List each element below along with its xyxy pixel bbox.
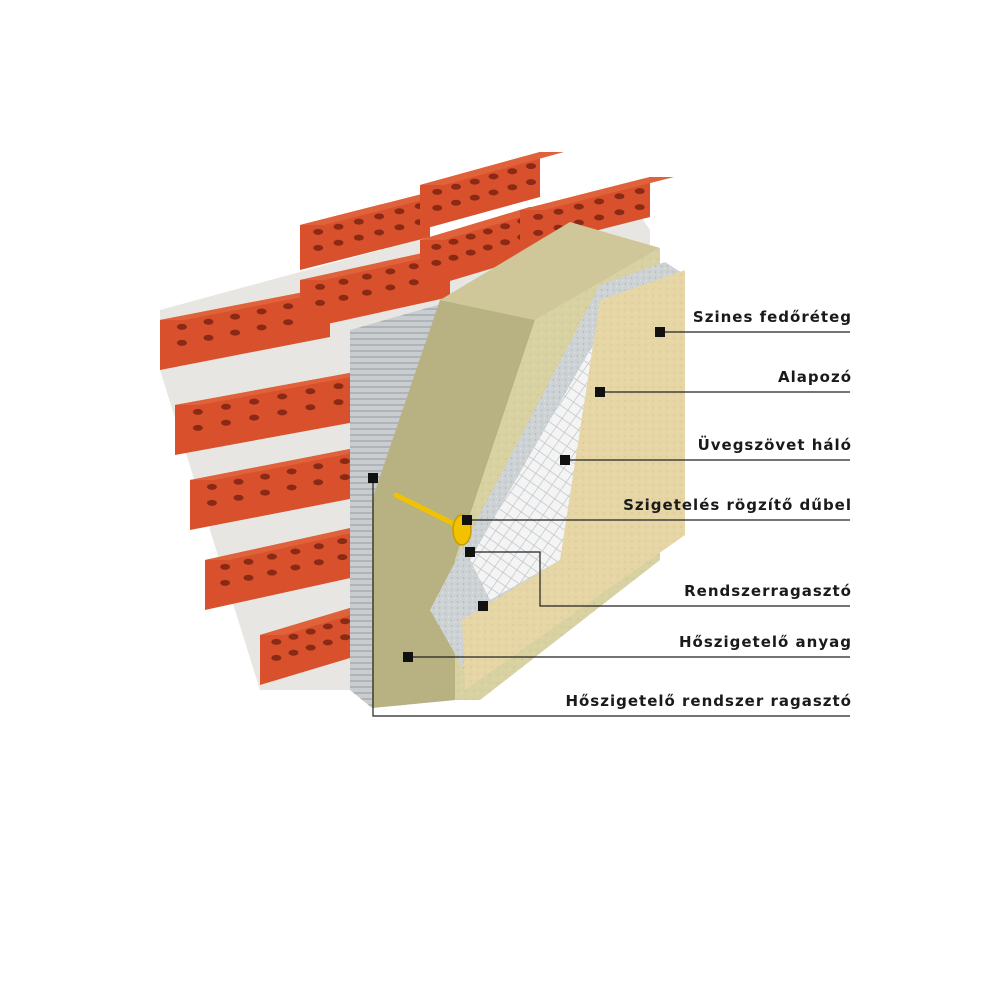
leader-marker	[560, 455, 570, 465]
label-rogzito-dubel: Szigetelés rögzítő dűbel	[623, 496, 852, 514]
leader-marker	[655, 327, 665, 337]
brick	[420, 152, 564, 230]
leader-marker	[478, 601, 488, 611]
leader-lines	[368, 327, 850, 717]
label-uvegszovet-halo: Üvegszövet háló	[697, 436, 852, 454]
leader-marker	[462, 515, 472, 525]
leader-line	[372, 478, 850, 717]
label-alapozo: Alapozó	[778, 368, 852, 386]
leader-marker	[368, 473, 378, 483]
leader-marker	[595, 387, 605, 397]
leader-marker	[403, 652, 413, 662]
leader-marker	[465, 547, 475, 557]
label-hoszigetelo-anyag: Hőszigetelő anyag	[678, 633, 852, 651]
finish-coat-layer	[462, 270, 685, 690]
label-rendszerragaszto: Rendszerragasztó	[684, 582, 852, 600]
brick	[175, 372, 379, 455]
brick	[205, 527, 379, 610]
leader-line	[470, 551, 850, 607]
label-szines-fedoreteg: Szines fedőréteg	[692, 308, 852, 326]
label-rendszer-ragaszto: Hőszigetelő rendszer ragasztó	[565, 692, 852, 710]
brick	[520, 177, 674, 250]
brick	[190, 447, 384, 530]
